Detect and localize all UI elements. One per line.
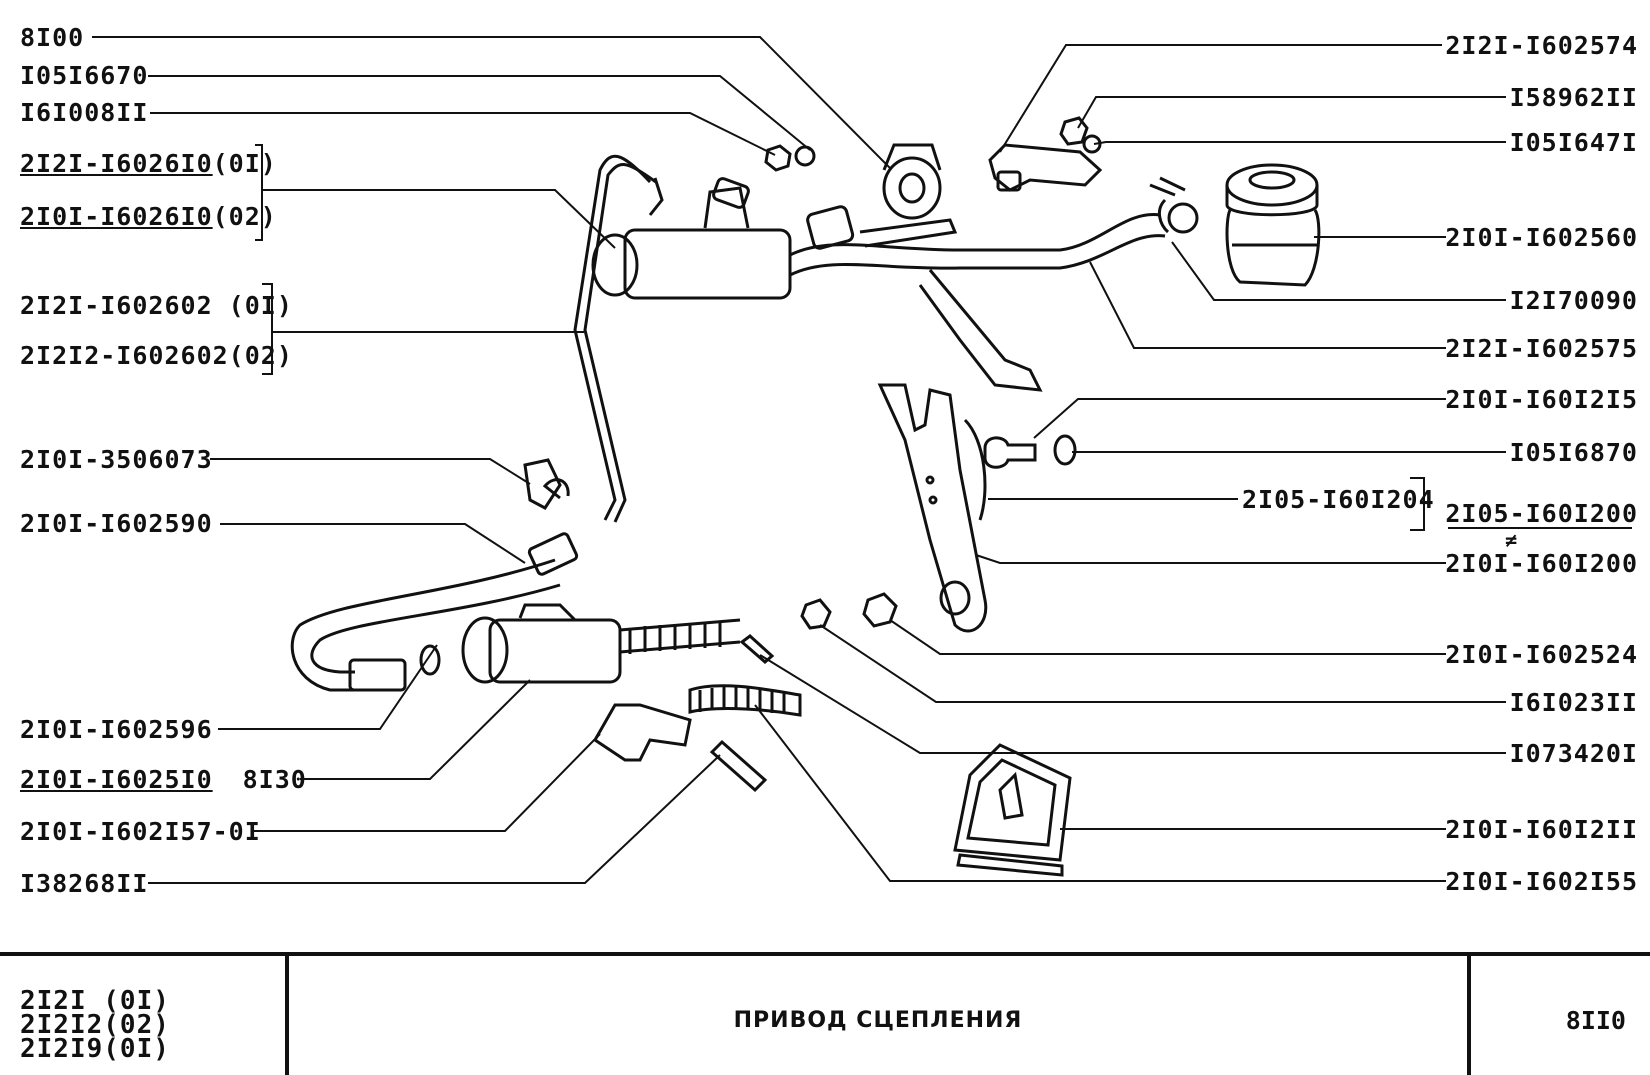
label-2101-1602510: 2I0I-I6025I0 — [20, 765, 213, 794]
hose-clamp — [1149, 176, 1199, 234]
clutch-pipe — [573, 154, 657, 523]
label-2101-1602610-02: 2I0I-I6026I0 — [20, 202, 213, 231]
label-2101-1602596: 2I0I-I602596 — [20, 715, 213, 744]
leader-2101-3506073 — [210, 458, 531, 485]
clutch-pedal-assembly — [789, 205, 1166, 392]
page-code: 8II0 — [1565, 1006, 1626, 1035]
label-2121-1602602-01: 2I2I-I602602 (0I) — [20, 291, 293, 320]
code-cell: 8II0 — [1471, 956, 1650, 1075]
model-21210-01: 2I2I (0I) — [20, 986, 170, 1016]
leader-2101-1601200 — [975, 554, 1446, 564]
leader-2101-1602524 — [889, 619, 1446, 655]
bracket-1602610 — [255, 144, 616, 249]
label-12170090: I2I70090 — [1509, 286, 1638, 315]
title-block: 2I2I (0I) 2I2I2(02) 2I2I9(0I) ПРИВОД СЦЕ… — [0, 952, 1650, 1075]
label-2121-1602610-01-row: 2I2I-I6026I0(0I) — [20, 150, 277, 178]
label-10516870: I05I6870 — [1509, 438, 1638, 467]
model-21212-02: 2I2I2(02) — [20, 1010, 170, 1040]
label-2121-1602610-01: 2I2I-I6026I0 — [20, 149, 213, 178]
label-8100: 8I00 — [20, 23, 85, 52]
leader-16102311 — [819, 624, 1506, 703]
slave-cylinder — [419, 603, 741, 684]
label-suffix-01: (0I) — [212, 149, 277, 178]
label-suffix-02: (02) — [212, 202, 277, 231]
bracket-1602602 — [262, 283, 584, 375]
label-16100811: I6I008II — [20, 98, 149, 127]
label-2121-1602575: 2I2I-I602575 — [1445, 334, 1638, 363]
title-cell: ПРИВОД СЦЕПЛЕНИЯ — [289, 956, 1471, 1075]
fluid-reservoir — [1225, 163, 1321, 287]
label-2105-1601200: 2I05-I60I200 — [1445, 499, 1638, 528]
label-2101-1602590: 2I0I-I602590 — [20, 509, 213, 538]
label-21212-1602602-02: 2I2I2-I602602(02) — [20, 341, 293, 370]
leader-12170090 — [1171, 241, 1506, 301]
label-not-equal: ≠ — [1505, 528, 1519, 552]
clutch-release-fork — [877, 383, 988, 633]
leader-2101-1602590 — [220, 523, 526, 564]
leader-2101-1602596 — [218, 644, 438, 730]
label-2101-1601200: 2I0I-I60I200 — [1445, 549, 1638, 578]
label-2121-1602574: 2I2I-I602574 — [1445, 31, 1638, 60]
label-2101-3506073: 2I0I-3506073 — [20, 445, 213, 474]
label-10516471: I05I647I — [1509, 128, 1638, 157]
leader-10516471 — [1093, 141, 1506, 145]
label-15896211: I58962II — [1509, 83, 1638, 112]
leader-13826811 — [148, 754, 721, 884]
leader-2101-1602510 — [300, 679, 531, 780]
label-2101-1601215: 2I0I-I60I2I5 — [1445, 385, 1638, 414]
label-10734201: I073420I — [1509, 739, 1638, 768]
small-nuts — [764, 116, 1102, 172]
clutch-drive-drawing — [92, 36, 1632, 884]
leader-2101-1602155 — [754, 704, 1446, 882]
leader-2101-1602157 — [252, 733, 601, 832]
pedal-bracket — [988, 143, 1103, 192]
page-title: ПРИВОД СЦЕПЛЕНИЯ — [733, 1008, 1023, 1033]
label-2101-1602610-02-row: 2I0I-I6026I0(02) — [20, 203, 277, 231]
leader-2121-1602574 — [999, 44, 1442, 153]
label-2101-1602524: 2I0I-I602524 — [1445, 640, 1638, 669]
lower-parts — [523, 458, 898, 793]
label-2101-1602157-01: 2I0I-I602I57-0I — [20, 817, 261, 846]
master-cylinder-body — [591, 177, 792, 300]
model-21219-01: 2I2I9(0I) — [20, 1034, 170, 1064]
leader-16100811 — [150, 112, 776, 156]
label-2101-1601211: 2I0I-I60I2II — [1445, 815, 1638, 844]
fork-ball-stud — [983, 434, 1077, 469]
leader-10734201 — [759, 654, 1506, 754]
bracket-1601204 — [988, 477, 1425, 531]
leader-10516670 — [148, 75, 811, 151]
label-2105-1601204: 2I05-I60I204 — [1242, 485, 1435, 514]
label-13826811: I38268II — [20, 869, 149, 898]
model-list: 2I2I (0I) 2I2I2(02) 2I2I9(0I) — [0, 956, 289, 1075]
leader-8100 — [92, 36, 891, 169]
label-2101-1602155: 2I0I-I602I55 — [1445, 867, 1638, 896]
leader-2101-1601215 — [1033, 398, 1446, 439]
label-2101-1602560: 2I0I-I602560 — [1445, 223, 1638, 252]
flexible-hose — [290, 532, 579, 692]
label-16102311: I6I023II — [1509, 688, 1638, 717]
pedal-spring-part — [882, 143, 942, 220]
label-2101-1602510-row: 2I0I-I6025I0 8I30 — [20, 766, 307, 794]
fork-boot — [953, 743, 1072, 877]
leader-2121-1602575 — [1089, 261, 1446, 349]
label-8130: 8I30 — [242, 765, 307, 794]
label-10516670: I05I6670 — [20, 61, 149, 90]
leader-15896211 — [1077, 96, 1506, 129]
